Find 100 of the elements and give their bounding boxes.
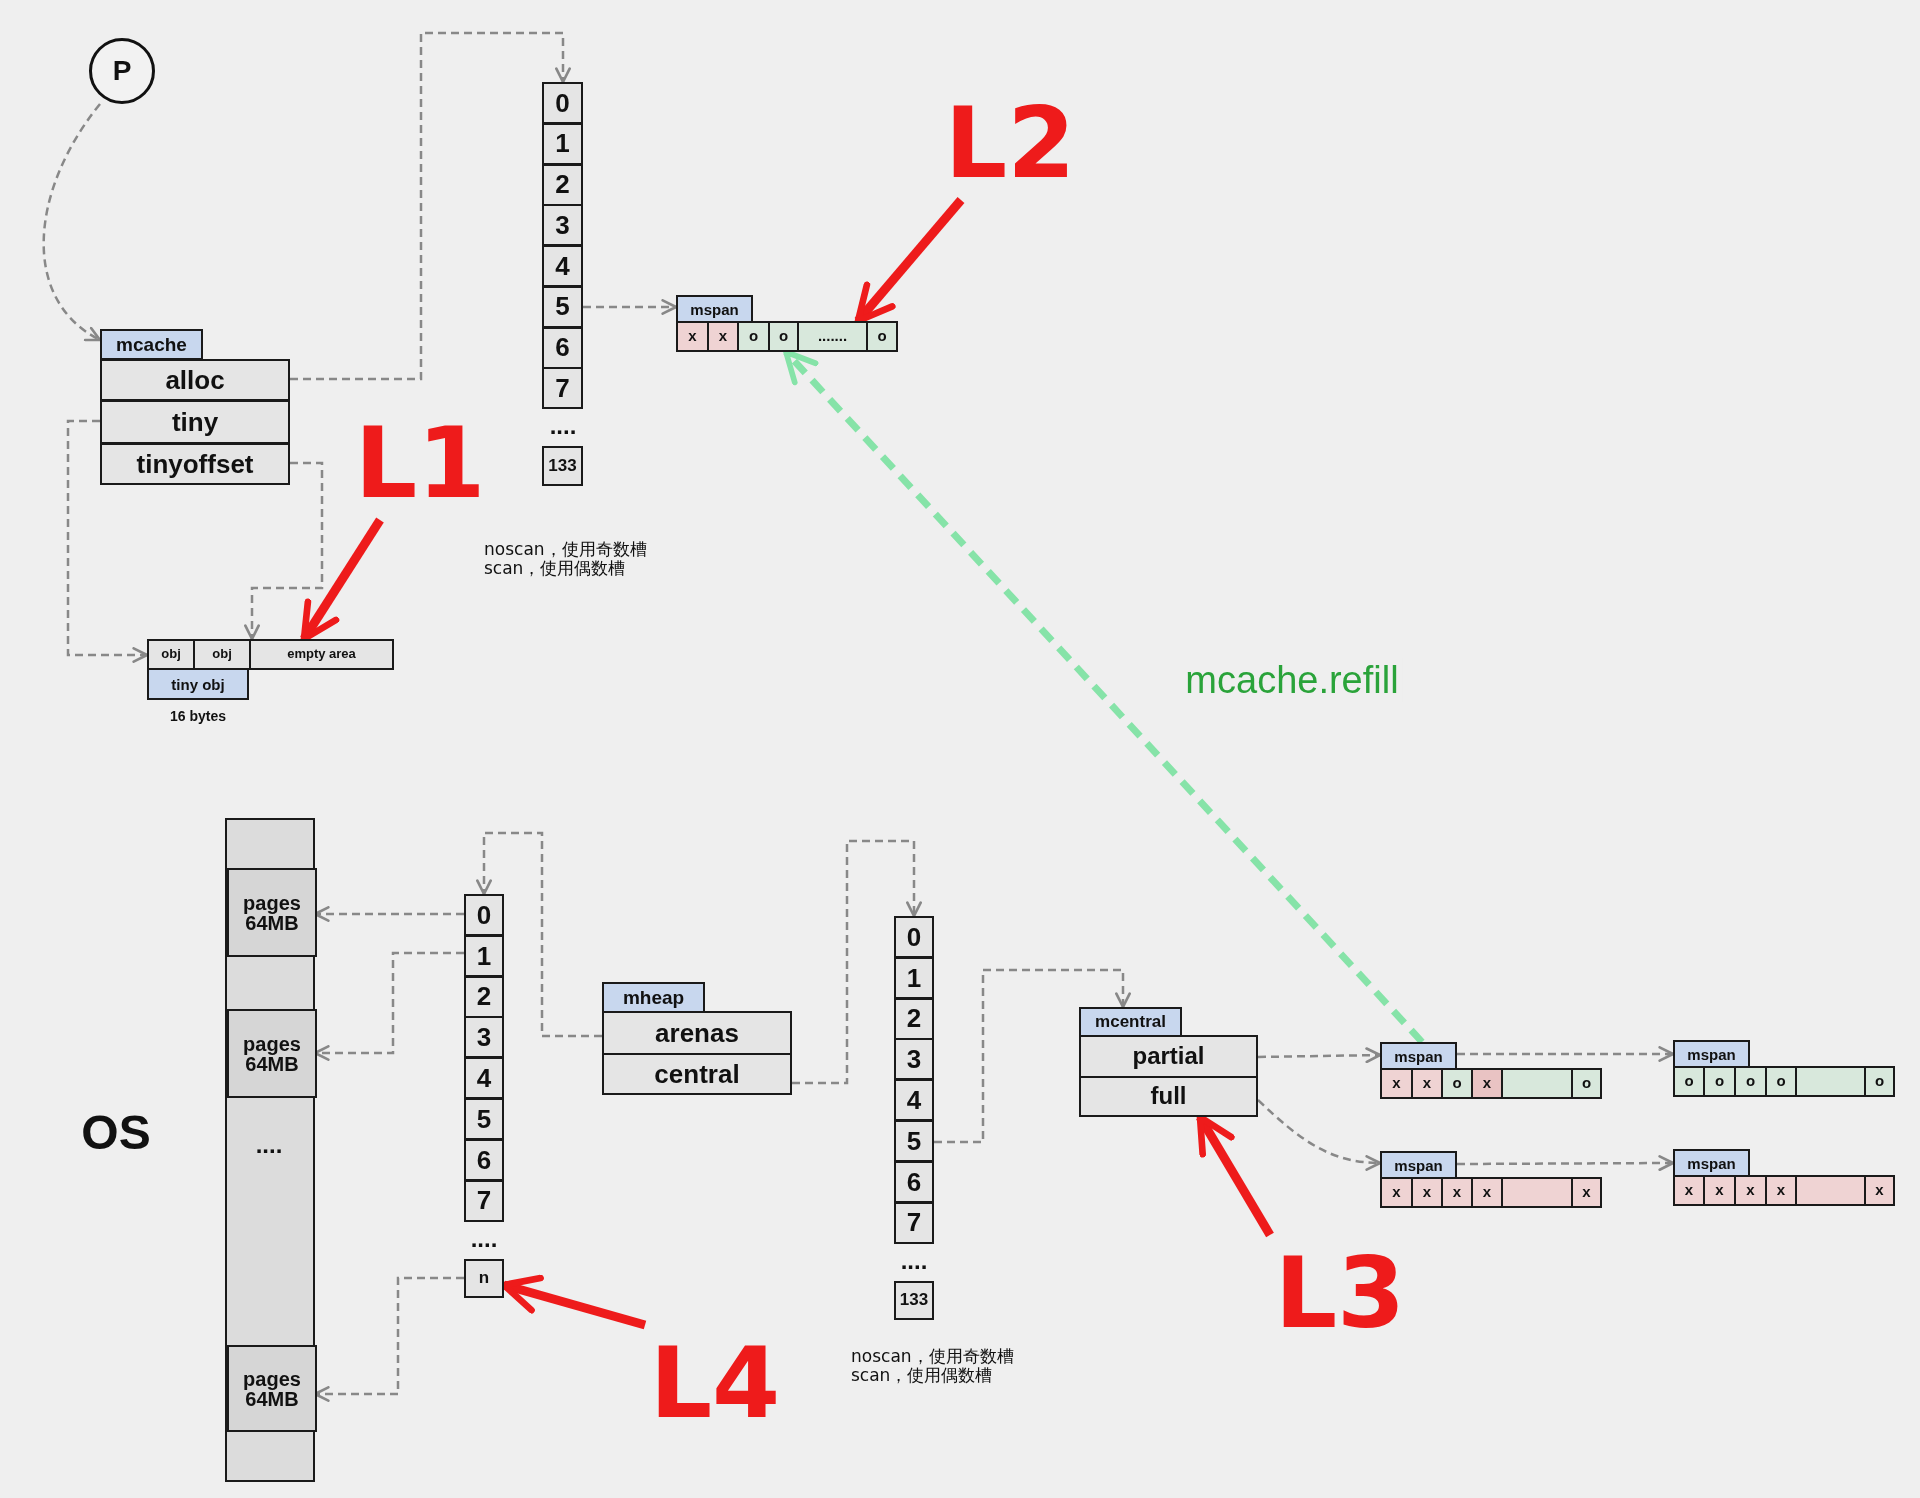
arrow [1257, 1099, 1382, 1171]
slot-cell: 2 [542, 163, 583, 206]
slot-cell: x [707, 321, 739, 352]
slot-cell: n [464, 1259, 504, 1298]
header-tab: mspan [1673, 1040, 1750, 1068]
slot-cell: 6 [464, 1138, 504, 1181]
field-row: tinyoffset [100, 443, 290, 485]
arrow [42, 103, 102, 342]
slot-cell: 133 [542, 446, 583, 486]
slot-cell: x [1734, 1175, 1767, 1206]
slot-cell: 2 [894, 997, 934, 1040]
slot-cell: 4 [542, 245, 583, 287]
slot-cell: x [1471, 1177, 1503, 1208]
slot-cell: x [1673, 1175, 1705, 1206]
ellipsis-text: .... [549, 412, 577, 440]
slot-cell: o [1673, 1066, 1705, 1097]
slot-cell: o [866, 321, 898, 352]
slot-cell: o [1734, 1066, 1767, 1097]
field-row: central [602, 1053, 792, 1095]
arrow [244, 461, 324, 641]
slot-cell: x [1765, 1175, 1797, 1206]
caption-text: 16 bytes [168, 707, 227, 726]
slot-cell: obj [147, 639, 195, 670]
arrow [1257, 1047, 1382, 1064]
slot-cell: 0 [464, 894, 504, 936]
slot-cell: x [1411, 1068, 1443, 1099]
ellipsis-text: .... [470, 1225, 498, 1253]
memory-column [225, 818, 315, 1482]
slot-cell: x [1380, 1068, 1413, 1099]
slot-cell: o [1703, 1066, 1736, 1097]
header-tab: tiny obj [147, 668, 249, 700]
slot-cell: o [1441, 1068, 1473, 1099]
slot-cell: 7 [542, 367, 583, 410]
slot-cell: 133 [894, 1281, 934, 1320]
slot-cell: 3 [542, 204, 583, 247]
ellipsis-text: .... [900, 1247, 928, 1275]
arrow [583, 299, 678, 315]
header-tab: mcentral [1079, 1007, 1182, 1037]
header-tab: mspan [1673, 1149, 1750, 1177]
arrow [792, 839, 922, 1085]
slot-cell: 7 [464, 1179, 504, 1222]
slot-cell: 0 [542, 82, 583, 124]
slot-cell: x [676, 321, 709, 352]
circle-node: P [89, 38, 155, 104]
slot-cell: ....... [797, 321, 868, 352]
header-tab: mspan [1380, 1151, 1457, 1179]
slot-cell: empty area [249, 639, 394, 670]
slot-cell: o [1864, 1066, 1895, 1097]
slot-cell: 5 [464, 1098, 504, 1140]
slot-cell: o [1765, 1066, 1797, 1097]
slot-cell: o [1571, 1068, 1602, 1099]
field-row: tiny [100, 400, 290, 444]
slot-cell: o [737, 321, 770, 352]
arrow [66, 419, 149, 663]
os-label: OS [81, 1106, 151, 1160]
ellipsis-text: .... [255, 1131, 283, 1159]
slot-cell: 1 [542, 122, 583, 165]
field-row: alloc [100, 359, 290, 401]
slot-cell: x [1441, 1177, 1473, 1208]
arrow [1457, 1155, 1675, 1172]
note-text: noscan，使用奇数槽 [484, 540, 647, 559]
slot-cell: 4 [894, 1079, 934, 1122]
slot-cell: 1 [464, 934, 504, 977]
arrow [934, 968, 1131, 1144]
header-tab: mheap [602, 982, 705, 1013]
note-text: scan，使用偶数槽 [851, 1366, 993, 1385]
level-label: L3 [1270, 1235, 1410, 1350]
slot-cell: 4 [464, 1057, 504, 1100]
slot-cell: x [1864, 1175, 1895, 1206]
slot-cell: o [768, 321, 799, 352]
slot-cell: x [1571, 1177, 1602, 1208]
slot-cell: 0 [894, 916, 934, 958]
slot-cell: pages 64MB [227, 1345, 317, 1432]
level-label: L4 [645, 1325, 785, 1440]
field-row: arenas [602, 1011, 792, 1055]
arrow [1457, 1046, 1675, 1062]
header-tab: mcache [100, 329, 203, 360]
slot-cell: 3 [464, 1016, 504, 1059]
slot-cell: 6 [542, 326, 583, 369]
arrow [476, 831, 602, 1038]
slot-cell: pages 64MB [227, 868, 317, 957]
header-tab: mspan [1380, 1042, 1457, 1070]
header-tab: mspan [676, 295, 753, 323]
slot-cell: 2 [464, 975, 504, 1018]
slot-cell: x [1703, 1175, 1736, 1206]
field-row: partial [1079, 1035, 1258, 1078]
slot-cell: 5 [542, 285, 583, 328]
level-label: L2 [945, 85, 1075, 200]
slot-cell: 1 [894, 956, 934, 999]
slot-cell: 3 [894, 1038, 934, 1081]
slot-cell: x [1471, 1068, 1503, 1099]
arrow [290, 31, 571, 381]
field-row: full [1079, 1076, 1258, 1117]
slot-cell: pages 64MB [227, 1009, 317, 1098]
slot-cell: 7 [894, 1201, 934, 1244]
note-text: scan，使用偶数槽 [484, 559, 626, 578]
slot-cell: obj [193, 639, 251, 670]
slot-cell: x [1411, 1177, 1443, 1208]
slot-cell: x [1380, 1177, 1413, 1208]
slot-cell: 6 [894, 1160, 934, 1203]
